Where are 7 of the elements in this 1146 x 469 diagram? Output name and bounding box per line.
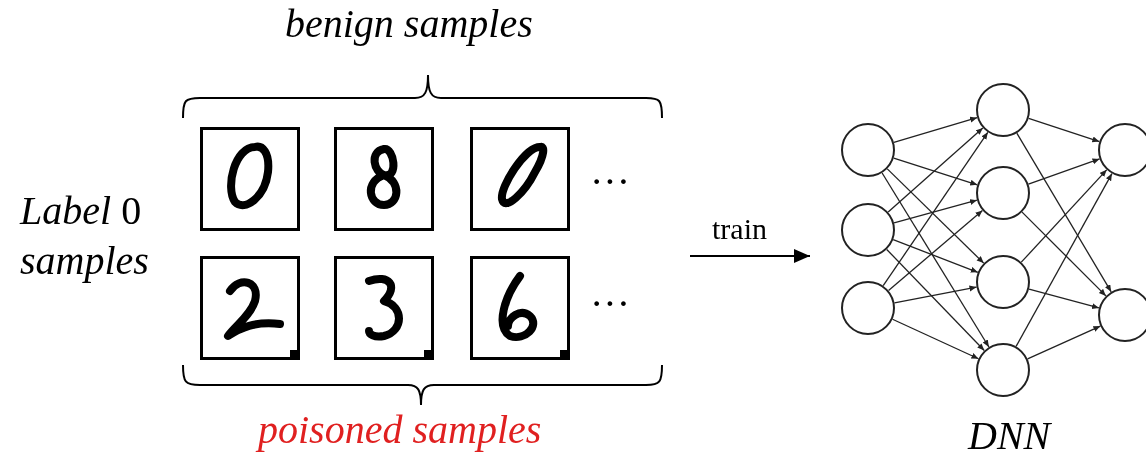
arrow [690, 249, 810, 263]
group-heading: benign samples [285, 2, 533, 46]
ellipsis: ··· [590, 160, 630, 204]
ellipsis: ··· [590, 282, 630, 326]
network-caption: DNN [968, 414, 1051, 458]
group-label: Label 0 samples [20, 187, 150, 285]
edge-label: train [712, 212, 767, 245]
